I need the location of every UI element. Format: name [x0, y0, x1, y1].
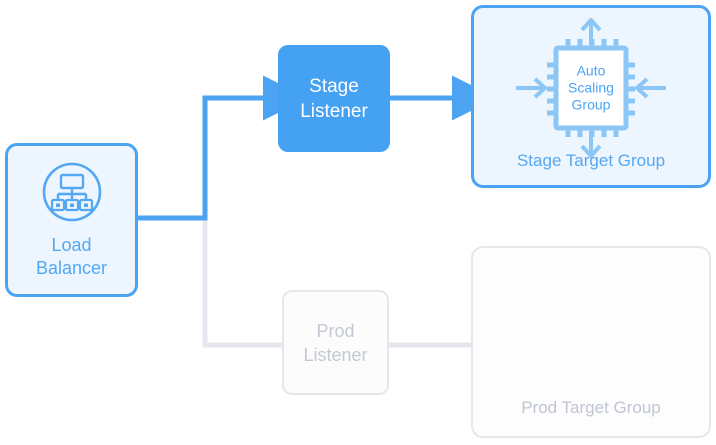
load-balancer-label: Load Balancer	[36, 234, 107, 280]
stage-target-group-label: Stage Target Group	[516, 151, 666, 170]
prod-listener-label-line1: Prod	[316, 320, 355, 341]
auto-scaling-group-chip-icon	[506, 17, 676, 162]
auto-scaling-group-figure: Auto Scaling Group	[506, 17, 676, 159]
prod-target-group-label: Prod Target Group	[521, 398, 661, 417]
stage-listener-label-line2: Listener	[300, 100, 368, 122]
node-stage-listener[interactable]: Stage Listener	[278, 45, 390, 152]
connector-load-balancer-to-prod-listener	[138, 215, 282, 348]
load-balancer-label-line1: Load	[51, 234, 92, 255]
node-prod-listener[interactable]: Prod Listener	[282, 290, 389, 395]
node-load-balancer[interactable]: Load Balancer	[5, 143, 138, 297]
prod-listener-label-line2: Listener	[303, 344, 368, 365]
stage-listener-label: Stage Listener	[300, 74, 368, 124]
load-balancer-hierarchy-icon	[41, 161, 103, 228]
node-prod-target-group[interactable]: Prod Target Group	[471, 246, 711, 438]
prod-listener-label: Prod Listener	[303, 319, 367, 367]
connector-load-balancer-to-stage-listener	[138, 75, 308, 221]
load-balancer-label-line2: Balancer	[35, 257, 108, 278]
stage-listener-label-line1: Stage	[309, 75, 359, 97]
node-stage-target-group[interactable]: Auto Scaling Group Stage Target Group	[471, 5, 711, 188]
